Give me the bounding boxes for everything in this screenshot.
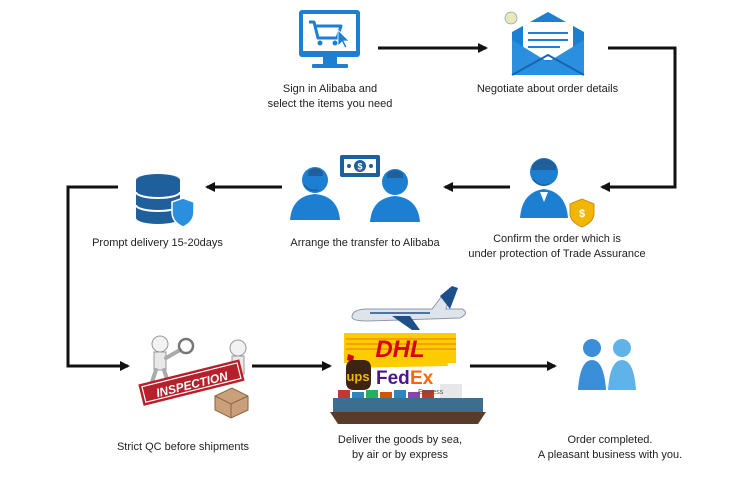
transport-icon bbox=[330, 286, 486, 424]
caption-negotiate: Negotiate about order details bbox=[476, 83, 619, 95]
fedex-fed-text: Fed bbox=[376, 368, 410, 389]
arrow-delivery-to-qc bbox=[66, 185, 130, 371]
caption-prompt-delivery: Prompt delivery 15-20days bbox=[92, 237, 223, 249]
ups-logo-text: ups bbox=[346, 369, 369, 384]
happy-customers-icon bbox=[578, 339, 636, 390]
svg-text:$: $ bbox=[357, 162, 362, 172]
flow-arrows bbox=[66, 43, 677, 371]
fedex-ex-text: Ex bbox=[410, 368, 434, 389]
caption-transfer: Arrange the transfer to Alibaba bbox=[290, 237, 440, 249]
caption-qc: Strict QC before shipments bbox=[116, 441, 250, 453]
money-transfer-icon: $ bbox=[290, 155, 420, 222]
caption-deliver-goods: Deliver the goods by sea, by air or by e… bbox=[337, 434, 463, 461]
database-shield-icon bbox=[135, 174, 195, 228]
dhl-logo-text: DHL bbox=[375, 336, 424, 363]
dhl-logo-bg bbox=[344, 333, 456, 363]
caption-completed: Order completed. A pleasant business wit… bbox=[537, 434, 683, 461]
caption-sign-in: Sign in Alibaba and select the items you… bbox=[267, 83, 393, 110]
caption-confirm: Confirm the order which is under protect… bbox=[468, 233, 646, 260]
svg-text:$: $ bbox=[579, 208, 585, 220]
fedex-express-text: Express bbox=[418, 389, 444, 396]
envelope-icon bbox=[504, 11, 585, 76]
arrow-negotiate-to-confirm bbox=[600, 46, 677, 192]
agent-with-coin-icon: $ bbox=[520, 158, 595, 228]
monitor-cart-icon bbox=[299, 10, 360, 68]
inspection-icon bbox=[138, 335, 249, 419]
airplane-icon bbox=[351, 295, 466, 322]
